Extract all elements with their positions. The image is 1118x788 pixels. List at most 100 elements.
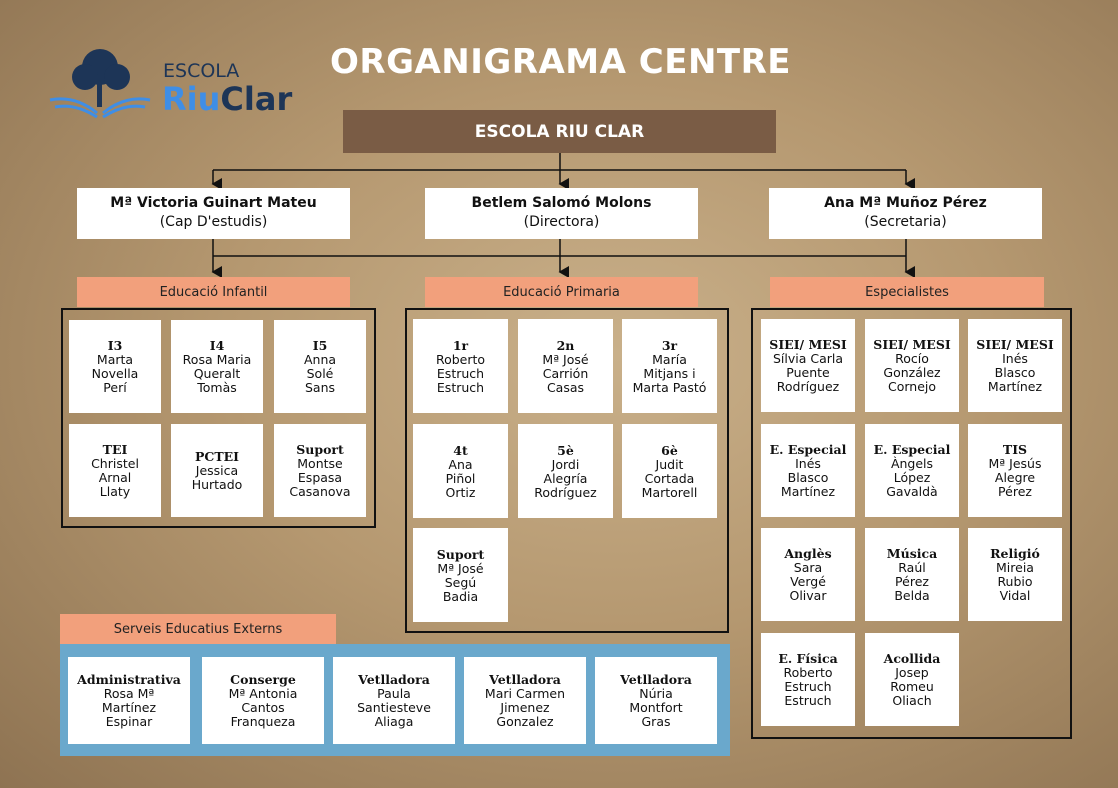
staff-name-line: Martínez xyxy=(987,379,1043,394)
staff-name-line: Hurtado xyxy=(191,477,243,492)
header-serveis-externs: Serveis Educatius Externs xyxy=(60,614,336,644)
staff-name-line: Carrión xyxy=(542,365,589,381)
staff-role: TEI xyxy=(102,442,128,457)
staff-name-line: Aliaga xyxy=(374,714,414,729)
staff-role: I4 xyxy=(209,338,225,353)
staff-name-line: Solé xyxy=(306,366,334,381)
staff-name-line: Christel xyxy=(91,456,139,471)
staff-name-line: Alegre xyxy=(994,470,1036,485)
staff-name-line: Casas xyxy=(546,379,585,395)
staff-name-line: Blasco xyxy=(787,470,829,485)
staff-role: SIEI/ MESI xyxy=(873,337,951,352)
leader-role: (Secretaria) xyxy=(864,214,947,230)
staff-name-line: Martínez xyxy=(101,700,157,715)
staff-name-line: Gras xyxy=(641,714,671,729)
staff-role: I3 xyxy=(107,338,123,353)
leader-directora: Betlem Salomó Molons(Directora) xyxy=(425,188,698,239)
header-infantil: Educació Infantil xyxy=(77,277,350,307)
staff-name-line: Romeu xyxy=(890,679,934,694)
staff-name-line: Pérez xyxy=(895,574,929,589)
staff-name-line: Sara xyxy=(793,560,823,575)
staff-name-line: Santiesteve xyxy=(357,700,431,715)
staff-role: 6è xyxy=(661,442,678,458)
leader-name: Ana Mª Muñoz Pérez xyxy=(824,195,987,211)
staff-name-line: Inés xyxy=(1002,351,1028,366)
staff-name-line: Espinar xyxy=(105,714,153,729)
staff-role: Música xyxy=(886,546,938,561)
staff-role: PCTEI xyxy=(194,449,240,464)
page-title: ORGANIGRAMA CENTRE xyxy=(329,42,792,82)
staff-name-line: Mireia xyxy=(996,560,1034,575)
staff-role: E. Especial xyxy=(769,442,847,457)
staff-role: 5è xyxy=(557,442,574,458)
staff-name-line: Rubio xyxy=(997,574,1033,589)
staff-name-line: Anna xyxy=(303,352,337,367)
staff-role: Suport xyxy=(436,546,485,562)
staff-name-line: Cortada xyxy=(644,470,695,486)
leader-role: (Directora) xyxy=(523,214,600,230)
staff-name-line: Queralt xyxy=(193,366,241,381)
staff-role: 2n xyxy=(556,337,575,353)
staff-name-line: Ortiz xyxy=(445,484,476,500)
staff-name-line: Mª José xyxy=(542,351,589,367)
staff-name-line: Sans xyxy=(304,380,336,395)
leader-secretaria: Ana Mª Muñoz Pérez (Secretaria) xyxy=(769,188,1042,239)
staff-name-line: Rocío xyxy=(895,351,929,366)
logo xyxy=(45,45,155,125)
staff-name-line: Rodríguez xyxy=(534,484,597,500)
logo-line1: ESCOLA xyxy=(163,60,240,82)
staff-name-line: Olivar xyxy=(789,588,827,603)
staff-role: Conserge xyxy=(230,672,296,687)
staff-name-line: Martínez xyxy=(780,484,836,499)
panel-especialistes xyxy=(751,308,1072,739)
staff-name-line: Vidal xyxy=(999,588,1031,603)
staff-name-line: Rosa Maria xyxy=(182,352,252,367)
staff-name-line: Gavaldà xyxy=(886,484,938,499)
staff-name-line: Jordi xyxy=(551,456,580,472)
staff-role: Vetlladora xyxy=(489,672,561,687)
logo-name: RiuClar xyxy=(162,80,292,118)
staff-name-line: Piñol xyxy=(445,470,476,486)
staff-name-line: Alegría xyxy=(543,470,588,486)
staff-name-line: Inés xyxy=(795,456,821,471)
staff-role: I5 xyxy=(312,338,328,353)
staff-role: Vetlladora xyxy=(620,672,692,687)
staff-name-line: Judit xyxy=(655,456,684,472)
staff-name-line: Raúl xyxy=(898,560,926,575)
staff-name-line: Jimenez xyxy=(500,700,550,715)
leader-name: Mª Victoria Guinart Mateu xyxy=(110,195,317,211)
staff-name-line: María xyxy=(652,351,687,367)
staff-name-line: Badia xyxy=(442,588,479,604)
logo-name-b: Clar xyxy=(220,80,293,118)
staff-name-line: Sílvia Carla xyxy=(772,351,844,366)
staff-name-line: Rosa Mª xyxy=(103,686,155,701)
staff-role: 3r xyxy=(661,337,678,353)
staff-name-line: Jessica xyxy=(195,463,239,478)
staff-name-line: Marta xyxy=(96,352,134,367)
staff-name-line: Estruch xyxy=(784,679,832,694)
staff-name-line: Rodríguez xyxy=(776,379,840,394)
staff-name-line: Estruch xyxy=(436,365,485,381)
staff-name-line: Oliach xyxy=(892,693,932,708)
staff-role: SIEI/ MESI xyxy=(769,337,847,352)
staff-name-line: Josep xyxy=(895,665,929,680)
staff-role: Vetlladora xyxy=(358,672,430,687)
